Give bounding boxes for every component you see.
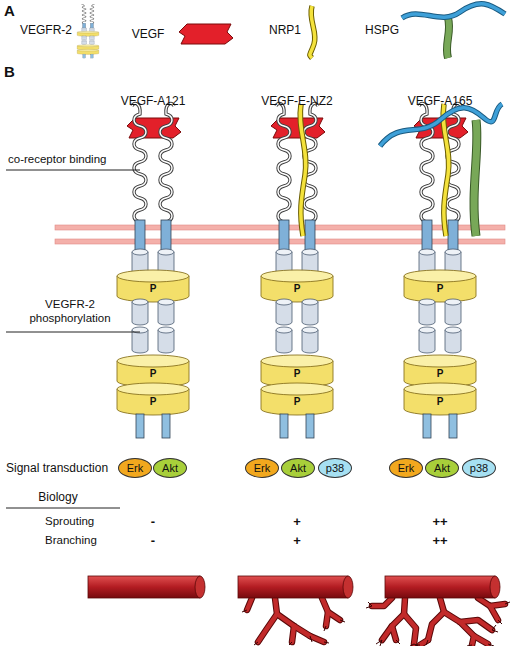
column-heading: VEGF-A165 bbox=[385, 94, 495, 108]
vessel-branches bbox=[247, 598, 340, 642]
pathway-oval: Erk bbox=[389, 458, 423, 478]
phospho-mark: P bbox=[432, 396, 448, 408]
hspg-chain-outline bbox=[402, 4, 505, 18]
phospho-mark: P bbox=[289, 368, 305, 380]
column-heading: VEGF-A121 bbox=[98, 94, 208, 108]
pathway-name: Erk bbox=[254, 462, 271, 474]
pathway-name: Akt bbox=[290, 462, 306, 474]
vessel bbox=[88, 576, 200, 598]
biology-row-label: Sprouting bbox=[45, 515, 125, 529]
filopodia bbox=[242, 610, 345, 645]
pathway-oval: Akt bbox=[425, 458, 459, 478]
vessel-end bbox=[195, 576, 205, 598]
column-heading: VEGF-E-NZ2 bbox=[242, 94, 352, 108]
row-underline bbox=[6, 332, 140, 333]
pathway-name: Akt bbox=[434, 462, 450, 474]
row-underline bbox=[6, 508, 120, 509]
pathway-name: Akt bbox=[162, 462, 178, 474]
panel-letter: A bbox=[4, 2, 24, 20]
biology-row-label: Branching bbox=[45, 534, 125, 548]
phospho-mark: P bbox=[432, 283, 448, 295]
pathway-name: Erk bbox=[127, 462, 144, 474]
phospho-mark: P bbox=[432, 368, 448, 380]
vessel-end bbox=[343, 576, 353, 598]
vessel-branches-outline bbox=[372, 598, 505, 645]
hspg-core-outline bbox=[447, 18, 449, 58]
pathway-name: Erk bbox=[398, 462, 415, 474]
legend-label: VEGF bbox=[108, 27, 188, 41]
hspg-core-outline bbox=[474, 120, 477, 236]
vessel-branches-outline bbox=[247, 598, 340, 642]
receptor-column bbox=[380, 103, 502, 438]
biology-score: - bbox=[138, 514, 168, 530]
phospho-mark: P bbox=[145, 368, 161, 380]
coreceptor-icon bbox=[310, 6, 315, 58]
row-underline bbox=[6, 170, 140, 171]
pathway-oval: Akt bbox=[153, 458, 187, 478]
row-label: Biology bbox=[18, 490, 98, 504]
receptor-dimer bbox=[117, 103, 189, 438]
phospho-mark: P bbox=[289, 283, 305, 295]
receptor-dimer bbox=[404, 103, 476, 438]
pathway-oval: p38 bbox=[462, 458, 496, 478]
pathway-name: p38 bbox=[326, 462, 344, 474]
biology-score: ++ bbox=[425, 514, 455, 530]
panel-letter: B bbox=[4, 63, 24, 81]
coreceptor bbox=[443, 104, 449, 236]
coreceptor bbox=[300, 104, 306, 236]
vessel-end bbox=[490, 576, 500, 598]
vessel-branches bbox=[372, 598, 505, 645]
coreceptor-icon-outline bbox=[310, 6, 315, 58]
receptor-icon bbox=[77, 5, 99, 59]
biology-score: + bbox=[282, 514, 312, 530]
vessel bbox=[238, 576, 348, 598]
vessel bbox=[385, 576, 495, 598]
phospho-mark: P bbox=[145, 283, 161, 295]
hspg-chain bbox=[380, 104, 502, 146]
coreceptor-outline bbox=[443, 104, 449, 236]
legend-label: NRP1 bbox=[245, 23, 325, 37]
receptor-column bbox=[117, 103, 189, 438]
filopodia bbox=[366, 602, 510, 646]
biology-score: + bbox=[282, 533, 312, 549]
hspg-chain-outline bbox=[380, 104, 502, 146]
receptor-dimer bbox=[261, 103, 333, 438]
hspg-core bbox=[474, 120, 477, 236]
pathway-oval: p38 bbox=[318, 458, 352, 478]
row-label: VEGFR-2 phosphorylation bbox=[20, 298, 120, 326]
receptor-column bbox=[261, 103, 333, 438]
legend-label: VEGFR-2 bbox=[6, 23, 86, 37]
pathway-name: p38 bbox=[470, 462, 488, 474]
row-label: Signal transduction bbox=[6, 461, 126, 475]
pathway-oval: Erk bbox=[118, 458, 152, 478]
pathway-oval: Erk bbox=[245, 458, 279, 478]
hspg-chain bbox=[402, 4, 505, 18]
hspg-core bbox=[447, 18, 449, 58]
ligand-icon bbox=[179, 24, 233, 44]
coreceptor-outline bbox=[300, 104, 306, 236]
phospho-mark: P bbox=[289, 396, 305, 408]
phospho-mark: P bbox=[145, 396, 161, 408]
biology-score: ++ bbox=[425, 533, 455, 549]
biology-score: - bbox=[138, 533, 168, 549]
row-label: co-receptor binding bbox=[8, 153, 148, 167]
legend-label: HSPG bbox=[342, 23, 422, 37]
pathway-oval: Akt bbox=[281, 458, 315, 478]
